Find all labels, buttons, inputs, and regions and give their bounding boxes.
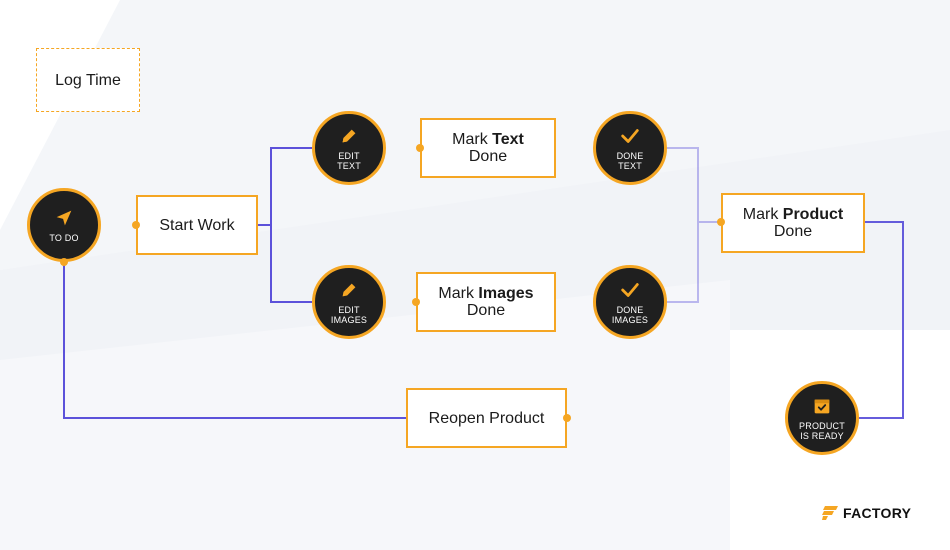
- connector-dot: [563, 414, 571, 422]
- mark-text-line1: Mark Text: [452, 131, 524, 148]
- package-icon: [814, 399, 830, 414]
- state-to-do-label: TO DO: [49, 233, 79, 243]
- mark-images-line1: Mark Images: [438, 285, 534, 302]
- pencil-icon: [342, 129, 356, 143]
- brand-logo: FACTORY: [822, 505, 911, 521]
- pencil-icon: [342, 283, 356, 297]
- connector-dot: [717, 218, 725, 226]
- reopen-product-box[interactable]: Reopen Product: [406, 388, 567, 448]
- brand-name: FACTORY: [843, 505, 912, 521]
- connector-product-ready: [858, 221, 904, 419]
- connector-start-branch: [258, 147, 312, 303]
- navigation-arrow-icon: [56, 210, 72, 226]
- factory-logo-icon: [822, 506, 838, 520]
- mark-images-line2: Done: [466, 302, 506, 319]
- log-time-label: Log Time: [55, 71, 121, 89]
- connector-dot: [60, 258, 68, 266]
- start-work-label: Start Work: [159, 216, 235, 234]
- mark-product-line2: Done: [773, 223, 813, 240]
- connector-dot: [416, 144, 424, 152]
- reopen-product-label: Reopen Product: [428, 409, 545, 427]
- mark-images-done-box[interactable]: Mark Images Done: [416, 272, 556, 332]
- connector-dot: [412, 298, 420, 306]
- checkmark-icon: [621, 129, 639, 143]
- mark-product-done-box[interactable]: Mark Product Done: [721, 193, 865, 253]
- mark-product-line1: Mark Product: [742, 206, 844, 223]
- log-time-box[interactable]: Log Time: [36, 48, 140, 112]
- mark-text-done-box[interactable]: Mark Text Done: [420, 118, 556, 178]
- connector-reopen-todo: [63, 262, 406, 419]
- state-to-do[interactable]: TO DO: [27, 188, 101, 262]
- connector-done-merge: [667, 147, 721, 303]
- connector-dot: [132, 221, 140, 229]
- checkmark-icon: [621, 283, 639, 297]
- start-work-box[interactable]: Start Work: [136, 195, 258, 255]
- mark-text-line2: Done: [468, 148, 508, 165]
